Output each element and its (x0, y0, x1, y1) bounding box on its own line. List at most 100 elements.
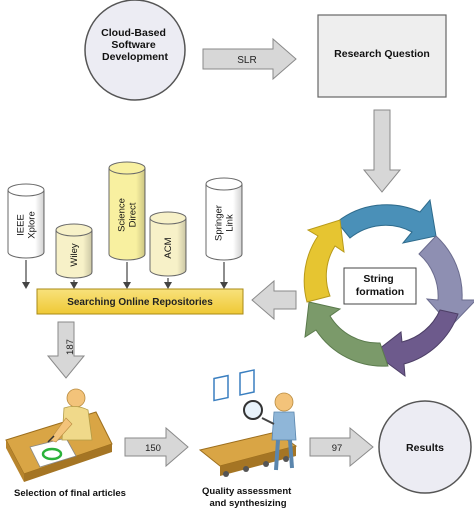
repository-connector-arrowhead (123, 282, 131, 289)
selection-person-head (66, 388, 86, 408)
quality-document (213, 374, 229, 402)
cylinder-shade (56, 230, 92, 278)
arrow-187-shape (46, 321, 86, 379)
cylinder-top (108, 161, 146, 175)
repository-label: ScienceDirect (117, 198, 139, 232)
repository-label-line: Direct (128, 202, 139, 227)
results-label: Results (406, 442, 444, 454)
magnifier-icon (243, 400, 263, 420)
repository-label: IEEEXplore (16, 211, 38, 238)
selection-pen (47, 435, 55, 443)
repository-connector-arrowhead (70, 282, 78, 289)
quality-document (239, 369, 255, 396)
cylinder-shade (8, 190, 44, 258)
cylinder-shade (206, 184, 242, 260)
research-question-node: Research Question (317, 14, 447, 98)
repository-label-line: IEEE (16, 214, 27, 236)
slr-arrow-shape (202, 37, 297, 81)
slr-arrow: SLR (202, 37, 297, 81)
quality-label: Quality assessment and synthesizing (202, 486, 294, 509)
selection-label: Selection of final articles (14, 488, 126, 499)
left-arrow-shape (251, 279, 297, 321)
quality-person-head (274, 392, 294, 412)
selection-illustration: Selection of final articles (5, 388, 126, 499)
repository-label-line: Science (117, 198, 128, 232)
cylinder-top (55, 223, 93, 237)
repository-connector-arrowhead (220, 282, 228, 289)
cylinder-shade (150, 218, 186, 276)
repository-label-line: Xplore (27, 211, 38, 238)
start-label: Cloud-Based Software Development (101, 27, 169, 63)
start-label-line: Development (102, 51, 168, 63)
string-formation-label: String formation (356, 273, 404, 298)
research-question-label: Research Question (334, 48, 430, 60)
cylinder-shade (109, 168, 145, 260)
arrow-187: 187 (46, 321, 86, 379)
selection-person-body (61, 406, 93, 441)
repository-cylinder: IEEEXplore (7, 183, 45, 289)
repository-label-line: ACM (163, 237, 174, 258)
quality-label-line: Quality assessment (202, 486, 292, 497)
arrow-150-label: 150 (145, 443, 161, 454)
arrow-97-shape (309, 426, 374, 468)
repository-label: Wiley (69, 243, 80, 266)
slr-arrow-label: SLR (237, 55, 256, 66)
repository-connector-arrowhead (22, 282, 30, 289)
results-circle (378, 400, 472, 494)
quality-person-leg (288, 439, 294, 469)
repository-label: ACM (163, 237, 174, 258)
quality-person-body (271, 411, 297, 441)
cycle-segment-blue (336, 198, 437, 244)
cycle-segment-green (304, 301, 389, 367)
arrow-97: 97 (309, 426, 374, 468)
start-label-line: Software (111, 39, 156, 51)
quality-label-line: and synthesizing (209, 498, 286, 509)
repository-cylinder: Wiley (55, 223, 93, 289)
repository-cylinder: ACM (149, 211, 187, 289)
string-formation-box (343, 267, 417, 305)
cylinder-top (149, 211, 187, 225)
arrow-187-label: 187 (65, 339, 76, 355)
start-label-line: Cloud-Based (101, 27, 166, 39)
string-formation-line: String (363, 273, 393, 285)
string-formation-cycle: String formation (303, 198, 474, 378)
selection-desk-side (24, 444, 112, 482)
results-node: Results (378, 400, 472, 494)
research-question-box (317, 14, 447, 98)
string-formation-line: formation (356, 286, 404, 298)
left-arrow-to-search (251, 279, 297, 321)
repository-label-line: Springer (214, 205, 225, 241)
repository-cylinder: SpringerLink (205, 177, 243, 289)
arrow-150-shape (124, 426, 189, 468)
search-node: Searching Online Repositories (36, 288, 244, 315)
cylinder-top (7, 183, 45, 197)
arrow-97-label: 97 (332, 443, 343, 454)
magnifier-handle (261, 417, 275, 425)
search-bar (36, 288, 244, 315)
quality-illustration: Quality assessment and synthesizing (198, 369, 298, 509)
selection-circle-mark (41, 447, 63, 461)
repository-cylinder: ScienceDirect (108, 161, 146, 289)
roller (283, 456, 289, 462)
cylinder-top (205, 177, 243, 191)
roller (263, 461, 269, 467)
cycle-segment-purple (373, 309, 459, 378)
repository-label: SpringerLink (214, 205, 236, 241)
search-label: Searching Online Repositories (67, 297, 213, 308)
start-circle (84, 0, 186, 101)
roller (223, 471, 229, 477)
start-node: Cloud-Based Software Development (84, 0, 186, 101)
repository-label-line: Wiley (69, 243, 80, 266)
selection-person-arm (49, 417, 73, 443)
repository-label-line: Link (225, 214, 236, 232)
cycle-segment-yellow (303, 219, 345, 303)
selection-desk-front (6, 440, 24, 482)
arrow-150: 150 (124, 426, 189, 468)
quality-rollers (223, 456, 289, 477)
quality-person-leg (274, 439, 280, 471)
down-arrow-to-cycle (362, 109, 402, 193)
down-arrow-shape (362, 109, 402, 193)
repository-connector-arrowhead (164, 282, 172, 289)
